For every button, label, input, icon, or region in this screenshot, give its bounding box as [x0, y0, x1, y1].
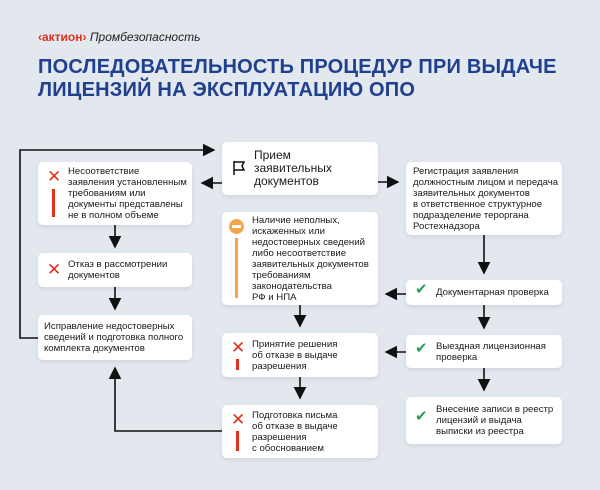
brand-subtitle: Промбезопасность — [89, 30, 201, 44]
reject-bar — [236, 431, 239, 451]
step-vyezd: ✔ Выездная лицензионная проверка — [406, 335, 562, 368]
step-label: Наличие неполных, искаженных или недосто… — [252, 214, 369, 303]
reject-icon: ✕ — [47, 167, 62, 186]
step-label: Подготовка письма об отказе в выдаче раз… — [252, 409, 338, 454]
step-doc-check: ✔ Документарная проверка — [406, 280, 562, 305]
reject-icon: ✕ — [231, 410, 246, 429]
check-icon: ✔ — [415, 408, 428, 425]
reject-bar — [236, 359, 239, 370]
flag-icon — [232, 160, 246, 179]
brand-logo: ‹актион› — [38, 30, 87, 44]
step-otkaz: ✕ Отказ в рассмотрении документов — [38, 253, 192, 287]
reject-bar — [52, 189, 55, 217]
arrow-podgotovka-to-ispravlenie — [108, 366, 222, 432]
page-title: ПОСЛЕДОВАТЕЛЬНОСТЬ ПРОЦЕДУР ПРИ ВЫДАЧЕ Л… — [38, 56, 557, 101]
brand: ‹актион› Промбезопасность — [38, 30, 200, 44]
warning-bar — [235, 238, 238, 298]
step-vnesenie: ✔ Внесение записи в реестр лицензий и вы… — [406, 397, 562, 444]
step-label: Документарная проверка — [436, 287, 549, 298]
step-ispravlenie: Исправление недостоверных сведений и под… — [38, 315, 192, 360]
step-label: Отказ в рассмотрении документов — [68, 259, 168, 281]
step-label: Прием заявительных документов — [254, 148, 332, 188]
step-prinyatie: ✕ Принятие решения об отказе в выдаче ра… — [222, 333, 378, 377]
step-label: Внесение записи в реестр лицензий и выда… — [436, 404, 554, 437]
step-label: Выездная лицензионная проверка — [436, 340, 546, 363]
step-priem: Прием заявительных документов — [222, 142, 378, 195]
step-podgotovka: ✕ Подготовка письма об отказе в выдаче р… — [222, 405, 378, 458]
reject-icon: ✕ — [231, 338, 246, 357]
step-registration: Регистрация заявления должностным лицом … — [406, 162, 562, 235]
step-label: Несоответствие заявления установленным т… — [68, 166, 187, 221]
check-icon: ✔ — [415, 340, 428, 357]
step-label: Регистрация заявления должностным лицом … — [413, 165, 559, 232]
arrow-loop-to-priem — [19, 143, 216, 339]
step-nalichie: Наличие неполных, искаженных или недосто… — [222, 212, 378, 305]
warning-icon — [229, 219, 244, 234]
reject-icon: ✕ — [47, 260, 62, 279]
check-icon: ✔ — [415, 281, 428, 298]
step-nesootv: ✕ Несоответствие заявления установленным… — [38, 162, 192, 225]
step-label: Исправление недостоверных сведений и под… — [44, 321, 184, 354]
step-label: Принятие решения об отказе в выдаче разр… — [252, 338, 338, 372]
